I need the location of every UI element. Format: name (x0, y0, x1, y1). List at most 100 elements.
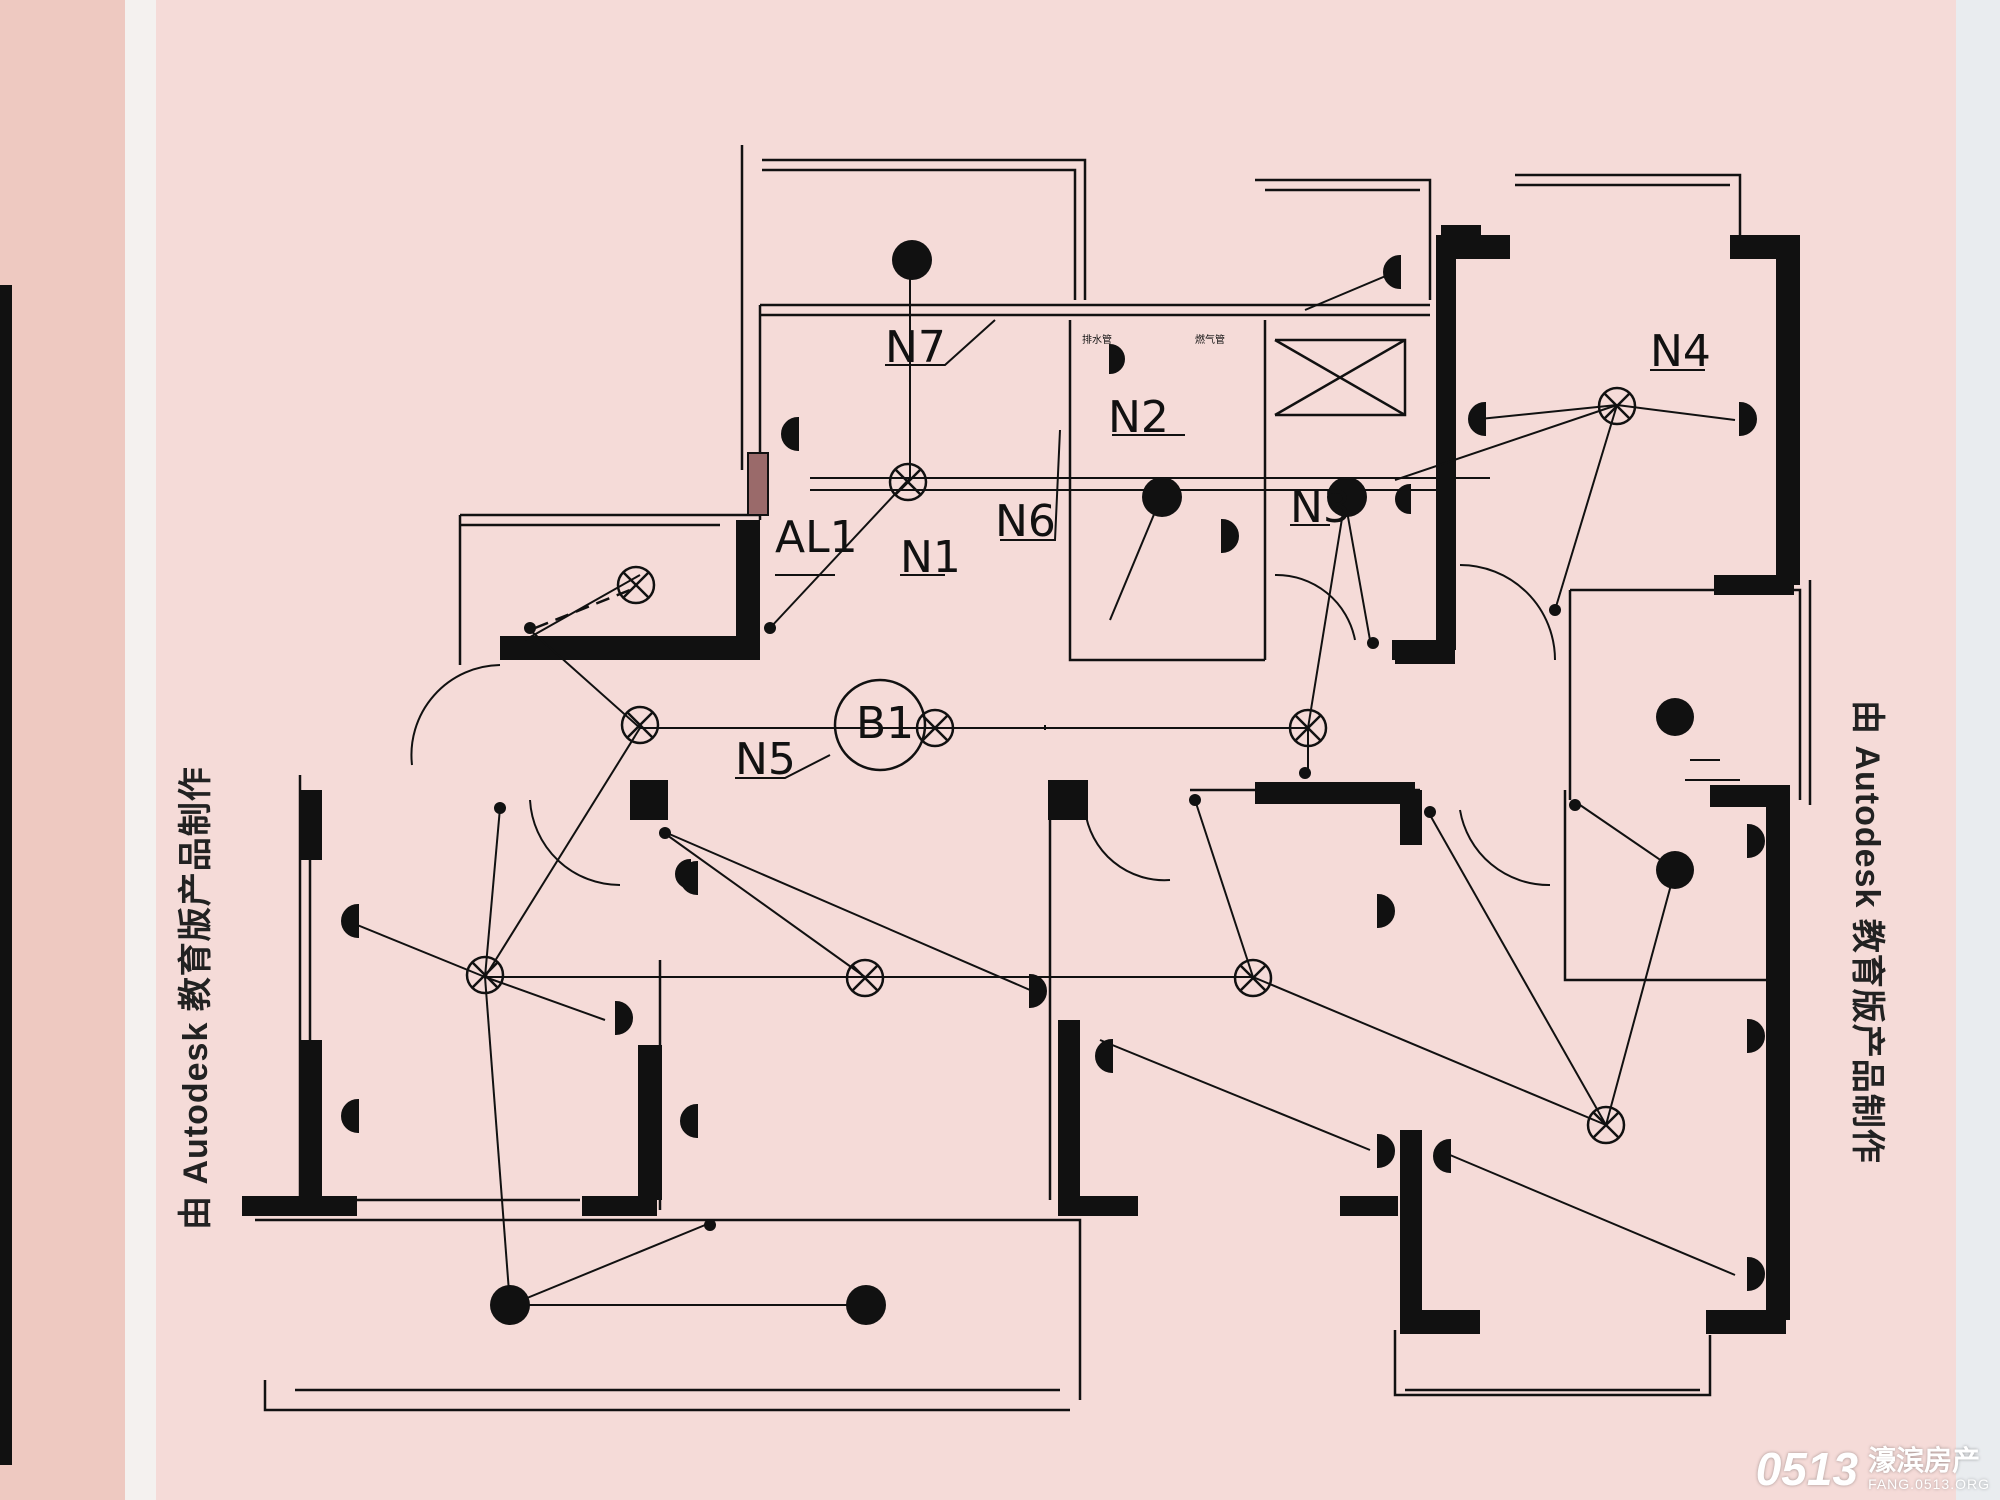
wire (1394, 404, 1618, 481)
ceiling-lamp-crossed (616, 565, 656, 605)
socket (1095, 1038, 1113, 1074)
thick-wall (300, 1040, 322, 1200)
wire (1109, 499, 1161, 621)
thick-wall (582, 1196, 657, 1216)
ceiling-lamp-crossed (1288, 708, 1328, 748)
thick-wall (630, 780, 668, 820)
background-strip (1956, 0, 2000, 1500)
switch (494, 802, 506, 814)
wire (769, 477, 911, 629)
wall-outline (1068, 320, 1265, 662)
ceiling-lamp-crossed (888, 462, 928, 502)
dashed-wire (534, 586, 636, 630)
label-leader (735, 754, 831, 779)
wall-outline (1515, 173, 1742, 240)
wire (484, 727, 641, 978)
thick-wall (242, 1196, 357, 1216)
site-logo: 0513 濠滨房产 FANG.0513.ORG (1756, 1444, 1990, 1492)
switch (659, 827, 671, 839)
door-swing (1459, 564, 1556, 661)
thick-wall (1392, 640, 1412, 660)
switch (1367, 637, 1379, 649)
socket (1029, 973, 1047, 1009)
wire (1099, 1039, 1371, 1151)
thick-wall (1058, 1196, 1138, 1216)
door-swing (1459, 809, 1551, 887)
socket (1377, 1133, 1395, 1169)
thick-wall (1340, 1196, 1398, 1216)
thick-wall (1706, 1310, 1786, 1334)
socket (781, 416, 799, 452)
thick-wall (1058, 1020, 1080, 1200)
adjacent-sheet-wall (0, 285, 12, 1465)
ceiling-lamp-crossed (1233, 958, 1273, 998)
wall-outline (1563, 790, 1780, 982)
filled-lamp (1327, 477, 1367, 517)
wire (659, 829, 866, 978)
gas-pipe-note: 燃气管 (1195, 333, 1225, 346)
socket (1221, 518, 1239, 554)
wire (509, 1222, 711, 1306)
wire (1579, 804, 1676, 871)
thick-wall (1436, 240, 1456, 650)
wire (524, 574, 641, 641)
thick-wall (1400, 1130, 1422, 1330)
thick-wall (1400, 790, 1422, 845)
ceiling-lamp-crossed (1586, 1105, 1626, 1145)
socket (680, 1103, 698, 1139)
thick-wall (638, 1045, 662, 1200)
thick-wall (1714, 575, 1794, 595)
wire (659, 829, 1031, 991)
switch (524, 622, 536, 634)
wire (1605, 869, 1676, 1126)
wire (1554, 404, 1618, 611)
socket (1395, 483, 1411, 515)
switch (764, 622, 776, 634)
door-swing (1084, 809, 1171, 882)
wall-outline (1275, 338, 1407, 417)
logo-name: 濠滨房产 (1868, 1444, 1981, 1476)
ceiling-lamp-crossed (1597, 386, 1637, 426)
circuit-label-n5: N5 (735, 734, 796, 785)
socket (615, 1000, 633, 1036)
ceiling-lamp-crossed (915, 708, 955, 748)
wire (484, 807, 501, 978)
adjacent-sheet (0, 0, 125, 1500)
filled-lamp (846, 1285, 886, 1325)
circuit-label-n1: N1 (900, 532, 961, 583)
wall-outline (298, 775, 580, 1202)
socket (1739, 401, 1757, 437)
wire (1616, 404, 1736, 421)
wall-outline (762, 168, 1077, 300)
wall-outline (1274, 338, 1406, 417)
wire (1344, 499, 1371, 641)
wall-outline (1255, 178, 1432, 300)
switch (704, 1219, 716, 1231)
switch (1189, 794, 1201, 806)
wire (1307, 499, 1346, 729)
filled-lamp (490, 1285, 530, 1325)
circuit-label-n2: N2 (1108, 392, 1169, 443)
wall-outline (255, 1218, 1082, 1400)
door-swing (529, 799, 621, 887)
floor-plan-sheet (156, 0, 1956, 1500)
wall-outline (1393, 1330, 1712, 1397)
panel-label-al1: AL1 (775, 512, 858, 563)
socket (1383, 254, 1401, 290)
socket (1747, 823, 1765, 859)
pipe-note: 排水管 (1082, 333, 1112, 346)
wire (1252, 976, 1607, 1126)
circuit-label-n7: N7 (885, 322, 946, 373)
switch (1549, 604, 1561, 616)
filled-lamp (1656, 851, 1694, 889)
socket (1109, 343, 1125, 375)
socket (1468, 401, 1486, 437)
thick-wall (1255, 782, 1415, 804)
wire (1194, 799, 1254, 978)
watermark-right: 由 Autodesk 教育版产品制作 (1848, 700, 1886, 1164)
door-swing (410, 664, 501, 766)
ceiling-lamp-crossed (465, 955, 505, 995)
ceiling-lamp-crossed (845, 958, 885, 998)
socket (341, 1098, 359, 1134)
